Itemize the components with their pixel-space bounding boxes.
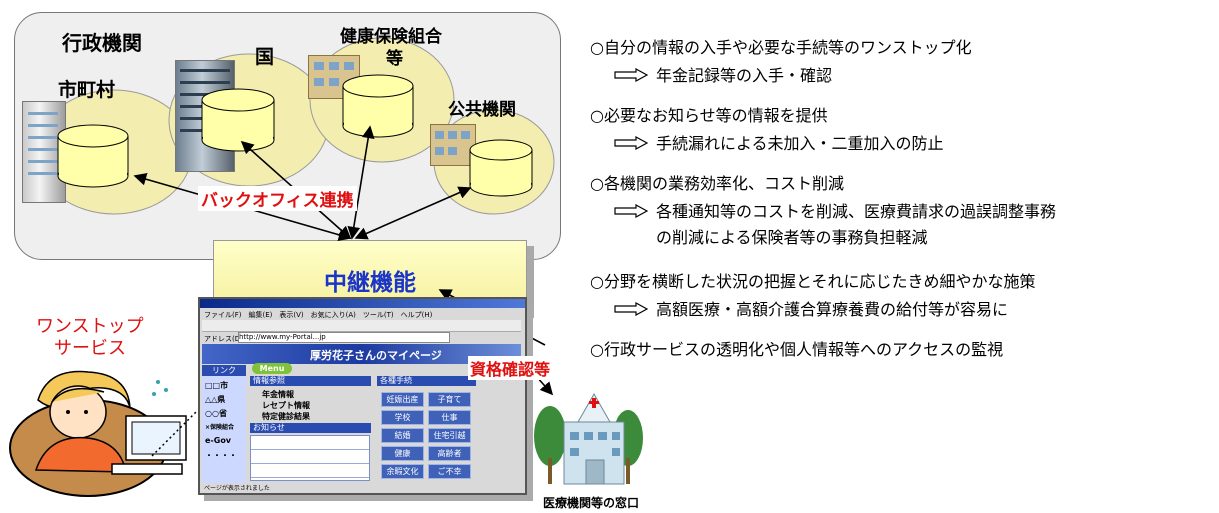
portal-notice-header: お知らせ bbox=[250, 423, 371, 433]
hollow-arrow-icon bbox=[614, 136, 648, 150]
benefit-item: ○各機関の業務効率化、コスト削減 bbox=[590, 174, 844, 193]
benefit-subitem-continuation: の削減による保険者等の事務負担軽減 bbox=[656, 228, 928, 247]
hollow-arrow-icon bbox=[614, 204, 648, 218]
portal-menubar[interactable]: ファイル(F) 編集(E) 表示(V) お気に入り(A) ツール(T) ヘルプ(… bbox=[204, 311, 433, 319]
portal-link-header: リンク bbox=[202, 365, 246, 376]
hospital-building-icon bbox=[534, 392, 643, 485]
kokyo-database-icon bbox=[469, 139, 533, 197]
benefit-item: ○行政サービスの透明化や個人情報等へのアクセスの監視 bbox=[590, 340, 1004, 359]
hollow-arrow-icon bbox=[614, 68, 648, 82]
benefit-subitem: 各種通知等のコストを削減、医療費請求の過誤調整事務 bbox=[614, 198, 1056, 222]
procedure-button[interactable]: 結婚 bbox=[381, 428, 424, 443]
kokyo-building-icon bbox=[430, 124, 476, 166]
portal-link-item[interactable]: e-Gov bbox=[205, 436, 232, 445]
procedure-button[interactable]: 妊娠出産 bbox=[381, 392, 424, 407]
kenpo-building-icon bbox=[308, 55, 360, 99]
portal-tetsuzuki-header: 各種手続 bbox=[377, 376, 476, 386]
gyosei-label: 行政機関 bbox=[62, 31, 142, 55]
hollow-arrow-icon bbox=[614, 302, 648, 316]
kuni-label: 国 bbox=[255, 46, 275, 68]
benefit-subitem: 年金記録等の入手・確認 bbox=[614, 62, 832, 86]
arrow-kokyo bbox=[354, 186, 472, 240]
arrow-kenpo bbox=[347, 125, 375, 240]
portal-address-input[interactable]: http://www.my-Portal...jp bbox=[238, 332, 450, 343]
procedure-button[interactable]: 仕事 bbox=[428, 410, 471, 425]
onestop-label-line1: ワンストップ bbox=[36, 316, 144, 337]
iryo-label: 医療機関等の窓口 bbox=[543, 496, 640, 510]
kenpo-database-icon bbox=[342, 74, 414, 138]
dotted-connector-svg bbox=[151, 409, 199, 457]
shichoson-database-icon bbox=[57, 124, 129, 188]
procedure-button[interactable]: ご不幸 bbox=[428, 464, 471, 479]
procedure-button[interactable]: 学校 bbox=[381, 410, 424, 425]
portal-link-item[interactable]: □□市 bbox=[205, 381, 229, 390]
portal-info-item[interactable]: レセプト情報 bbox=[262, 401, 310, 410]
portal-info-item[interactable]: 特定健診結果 bbox=[262, 412, 310, 421]
onestop-label-line2: サービス bbox=[54, 338, 126, 359]
benefit-item: ○自分の情報の入手や必要な手続等のワンストップ化 bbox=[590, 38, 972, 57]
benefit-item: ○分野を横断した状況の把握とそれに応じたきめ細やかな施策 bbox=[590, 272, 1036, 291]
portal-info-item[interactable]: 年金情報 bbox=[262, 390, 294, 399]
benefit-subitem: 高額医療・高額介護合算療養費の給付等が容易に bbox=[614, 296, 1008, 320]
procedure-button[interactable]: 住宅引越 bbox=[428, 428, 471, 443]
portal-page-title: 厚労花子さんのマイページ bbox=[310, 349, 442, 362]
portal-notice-table bbox=[250, 435, 370, 481]
benefit-item: ○必要なお知らせ等の情報を提供 bbox=[590, 106, 828, 125]
procedure-button[interactable]: 高齢者 bbox=[428, 446, 471, 461]
relay-function-label: 中継機能 bbox=[324, 270, 416, 296]
portal-status-bar: ページが表示されました bbox=[204, 485, 270, 492]
backoffice-label: バックオフィス連携 bbox=[198, 186, 357, 211]
kenpo-label-line1: 健康保険組合 bbox=[340, 27, 442, 47]
portal-toolbar bbox=[202, 320, 521, 332]
procedure-button[interactable]: 子育て bbox=[428, 392, 471, 407]
benefit-subitem: 手続漏れによる未加入・二重加入の防止 bbox=[614, 130, 944, 154]
my-portal-window: ファイル(F) 編集(E) 表示(V) お気に入り(A) ツール(T) ヘルプ(… bbox=[198, 297, 527, 495]
shikaku-label: 資格確認等 bbox=[468, 356, 553, 380]
portal-link-item[interactable]: ・・・・ bbox=[205, 451, 237, 460]
procedure-button[interactable]: 余暇文化 bbox=[381, 464, 424, 479]
portal-link-sidebar bbox=[202, 365, 246, 483]
portal-header-banner bbox=[202, 344, 521, 364]
portal-link-item[interactable]: △△県 bbox=[205, 395, 226, 404]
shichoson-label: 市町村 bbox=[58, 79, 116, 101]
procedure-button[interactable]: 健康 bbox=[381, 446, 424, 461]
portal-link-item[interactable]: ○○省 bbox=[205, 409, 227, 418]
kokyo-label: 公共機関 bbox=[448, 100, 516, 120]
portal-info-header: 情報参照 bbox=[250, 376, 371, 386]
portal-address-label: アドレス(D) bbox=[204, 335, 243, 343]
portal-menu-tab[interactable]: Menu bbox=[252, 363, 292, 374]
portal-titlebar bbox=[200, 299, 525, 308]
portal-link-item[interactable]: ×保険組合 bbox=[205, 424, 235, 431]
kenpo-label-line2: 等 bbox=[386, 49, 403, 69]
